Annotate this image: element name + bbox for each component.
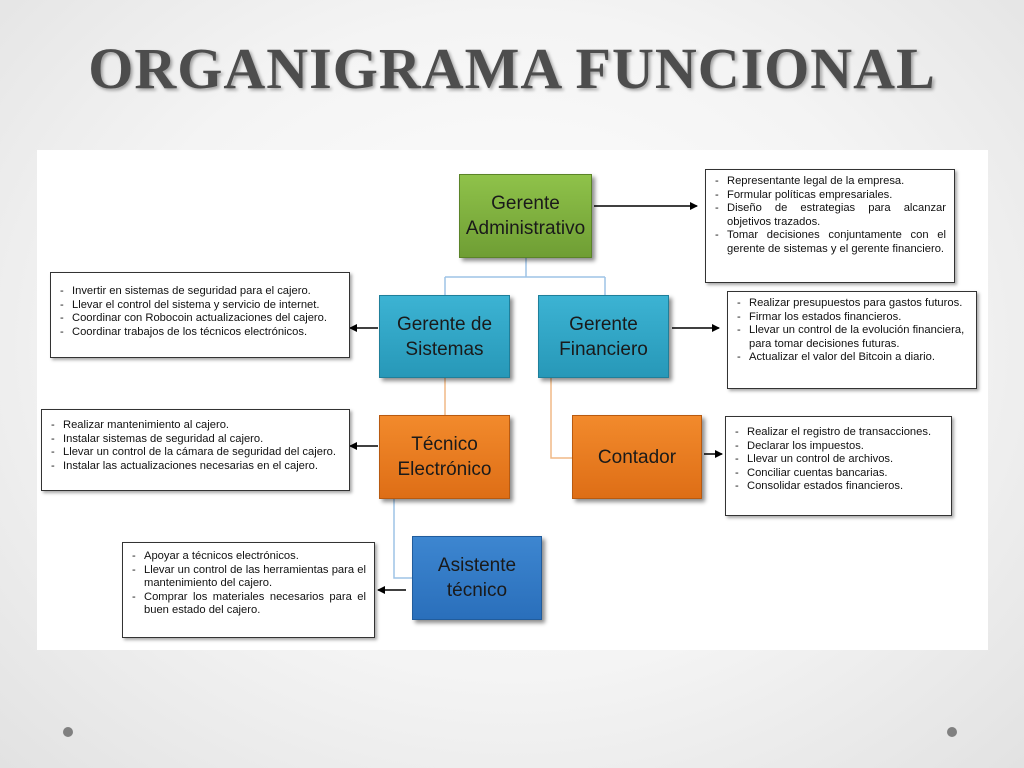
notes-contador: Realizar el registro de transacciones. D…	[725, 416, 952, 516]
note-item: Actualizar el valor del Bitcoin a diario…	[736, 351, 968, 365]
notes-gerente-sistemas: Invertir en sistemas de seguridad para e…	[50, 272, 350, 358]
note-item: Apoyar a técnicos electrónicos.	[131, 550, 366, 564]
node-label: Asistente técnico	[437, 555, 517, 601]
node-gerente-sistemas[interactable]: Gerente de Sistemas	[379, 295, 510, 378]
note-item: Llevar un control de la evolución financ…	[736, 324, 968, 351]
node-label: Gerente Financiero	[559, 313, 648, 360]
note-item: Coordinar con Robocoin actualizaciones d…	[59, 312, 341, 326]
slide-decoration-dot-right	[947, 727, 957, 737]
node-label: Gerente Administrativo	[465, 193, 586, 239]
node-label: Contador	[597, 446, 677, 468]
notes-gerente-financiero: Realizar presupuestos para gastos futuro…	[727, 291, 977, 389]
slide-title: ORGANIGRAMA FUNCIONAL	[88, 36, 936, 101]
node-gerente-administrativo[interactable]: Gerente Administrativo	[459, 174, 592, 258]
note-item: Llevar el control del sistema y servicio…	[59, 299, 341, 313]
note-item: Invertir en sistemas de seguridad para e…	[59, 285, 341, 299]
org-chart: Gerente Administrativo Gerente de Sistem…	[37, 150, 988, 650]
note-item: Llevar un control de archivos.	[734, 453, 943, 467]
note-item: Llevar un control de las herramientas pa…	[131, 564, 366, 591]
note-item: Representante legal de la empresa.	[714, 175, 946, 189]
node-label: Gerente de Sistemas	[396, 313, 493, 360]
note-item: Comprar los materiales necesarios para e…	[131, 591, 366, 618]
node-label: Técnico Electrónico	[397, 434, 492, 480]
note-item: Instalar las actualizaciones necesarias …	[50, 460, 341, 474]
note-item: Formular políticas empresariales.	[714, 189, 946, 203]
note-item: Declarar los impuestos.	[734, 440, 943, 454]
notes-asistente-tecnico: Apoyar a técnicos electrónicos. Llevar u…	[122, 542, 375, 638]
note-item: Consolidar estados financieros.	[734, 480, 943, 494]
note-item: Coordinar trabajos de los técnicos elect…	[59, 326, 341, 340]
note-item: Diseño de estrategias para alcanzar obje…	[714, 202, 946, 229]
node-asistente-tecnico[interactable]: Asistente técnico	[412, 536, 542, 620]
node-tecnico-electronico[interactable]: Técnico Electrónico	[379, 415, 510, 499]
notes-tecnico-electronico: Realizar mantenimiento al cajero. Instal…	[41, 409, 350, 491]
note-item: Realizar mantenimiento al cajero.	[50, 419, 341, 433]
notes-gerente-administrativo: Representante legal de la empresa. Formu…	[705, 169, 955, 283]
note-item: Conciliar cuentas bancarias.	[734, 467, 943, 481]
node-contador[interactable]: Contador	[572, 415, 702, 499]
node-gerente-financiero[interactable]: Gerente Financiero	[538, 295, 669, 378]
connector-financiero-contador	[550, 378, 572, 459]
note-item: Llevar un control de la cámara de seguri…	[50, 446, 341, 460]
note-item: Instalar sistemas de seguridad al cajero…	[50, 433, 341, 447]
note-item: Realizar presupuestos para gastos futuro…	[736, 297, 968, 311]
note-item: Tomar decisiones conjuntamente con el ge…	[714, 229, 946, 256]
note-item: Firmar los estados financieros.	[736, 311, 968, 325]
slide-decoration-dot-left	[63, 727, 73, 737]
connector-layer	[349, 202, 723, 594]
note-item: Realizar el registro de transacciones.	[734, 426, 943, 440]
connector-tecnico-asistente	[393, 499, 412, 579]
